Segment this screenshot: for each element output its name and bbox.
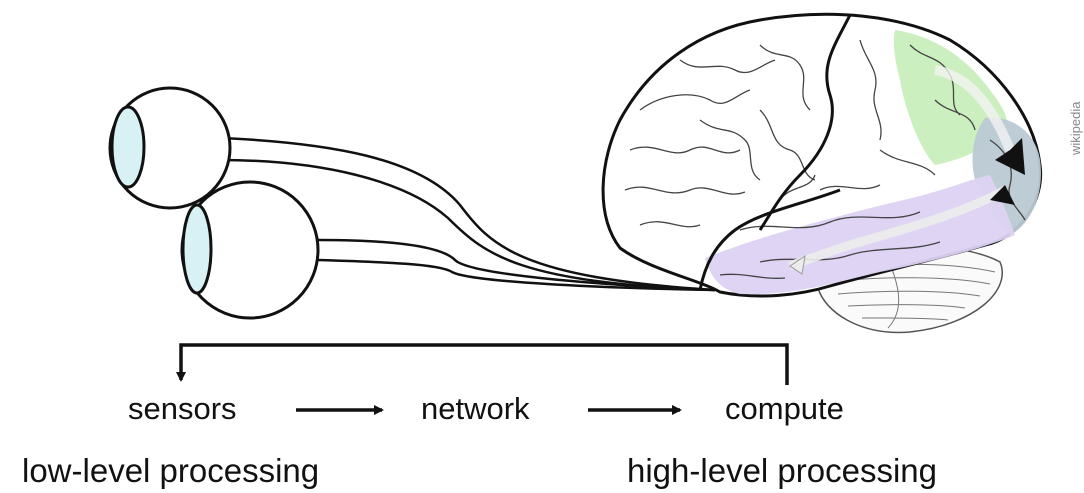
compute-label: compute — [725, 391, 844, 426]
optic-nerve — [219, 136, 716, 292]
dorsal-stream-arrow — [933, 65, 1025, 175]
sensors-label: sensors — [128, 391, 237, 426]
eye-icon — [180, 180, 320, 320]
image-credit: wikipedia — [1068, 101, 1083, 155]
network-label: network — [421, 391, 530, 426]
ventral-stream-arrow — [788, 185, 1015, 275]
brain-icon — [601, 12, 1043, 334]
eye-icon — [108, 86, 232, 210]
low-level-processing-label: low-level processing — [22, 452, 320, 489]
high-level-processing-label: high-level processing — [627, 452, 938, 489]
feedback-loop-arrow — [176, 343, 789, 385]
